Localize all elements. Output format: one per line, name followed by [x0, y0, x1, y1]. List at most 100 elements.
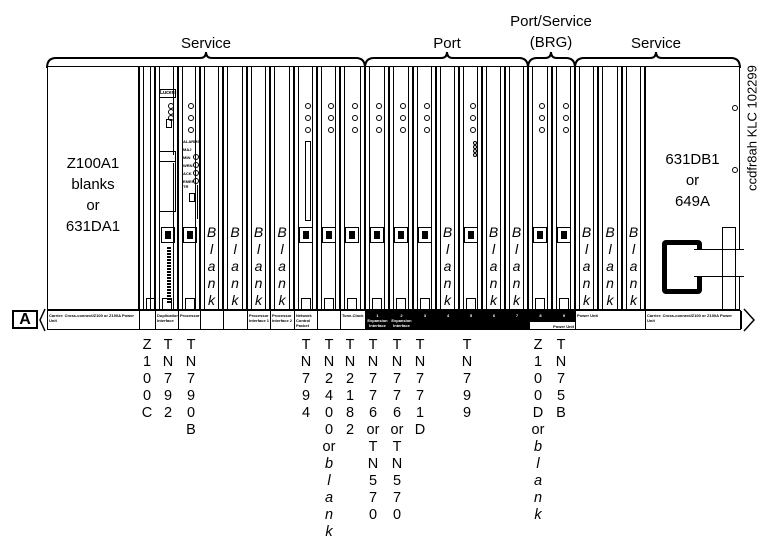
led-icon	[400, 103, 406, 109]
led-icon	[376, 115, 382, 121]
blank-letter: l	[209, 241, 214, 257]
blank-letter: B	[206, 224, 217, 240]
blank-letter: a	[582, 258, 591, 274]
brace	[46, 51, 366, 69]
slot-code-char: T	[368, 439, 378, 455]
slot-code-char: T	[345, 337, 355, 353]
slot-foot	[420, 298, 430, 309]
brace-label: Port/Service (BRG)	[510, 13, 592, 51]
blank-letter: B	[230, 224, 240, 240]
slot-code-char: 2	[345, 422, 355, 438]
slot-foot	[347, 298, 357, 309]
blank-letter: k	[630, 292, 637, 308]
led-icon	[469, 115, 476, 121]
slot-code-char: T	[301, 337, 311, 353]
slot-code-char: N	[367, 354, 379, 370]
blank-letter: B	[277, 224, 287, 240]
slot-code-char: or	[390, 422, 404, 438]
slot-code-char: 5	[556, 388, 566, 404]
blank-letter: k	[255, 292, 262, 308]
blank-letter: l	[491, 241, 496, 257]
slot-code-char: N	[414, 354, 426, 370]
blank-letter: k	[490, 292, 497, 308]
blank-letter: k	[513, 292, 520, 308]
slot-code-char: 7	[392, 371, 402, 387]
blank-letter: a	[278, 258, 286, 274]
slot-rail	[532, 67, 548, 309]
left-panel-line: Z100A1	[66, 155, 120, 172]
alarm-label: MIN	[183, 155, 191, 160]
led-icon	[562, 127, 569, 133]
brace	[527, 51, 576, 69]
slot-code-char: or	[322, 439, 336, 455]
slot-code-char: 4	[301, 405, 311, 421]
slot-code-char: N	[555, 354, 567, 370]
slot-code-char: N	[323, 354, 335, 370]
blank-letter: B	[488, 224, 499, 240]
blank-letter: l	[608, 241, 612, 257]
blank-letter: k	[606, 292, 614, 308]
led-icon	[188, 103, 194, 109]
slot-code-char: 0	[533, 371, 543, 387]
led-icon	[423, 127, 430, 133]
slot-foot	[301, 298, 311, 309]
strip-cell: 3	[414, 311, 437, 329]
slot-code-char: or	[366, 422, 380, 438]
led-icon	[732, 167, 738, 173]
slot-code-char: a	[533, 473, 543, 489]
circuit-pack	[139, 66, 156, 310]
led-icon	[562, 115, 569, 121]
latch-icon	[394, 227, 408, 243]
led-icon	[351, 115, 358, 121]
circuit-pack	[413, 66, 436, 310]
slot-rail	[204, 67, 219, 309]
slot-code-char: Z	[142, 337, 152, 353]
handle-top	[159, 151, 176, 162]
brace	[574, 51, 741, 69]
circuit-pack	[340, 66, 365, 310]
slot-code-char: n	[324, 507, 334, 523]
blank-letter: n	[629, 275, 638, 291]
left-panel-line: blanks	[71, 176, 115, 193]
slot-code-char: n	[533, 490, 543, 506]
slot-code-char: l	[536, 456, 540, 472]
slot-rail	[440, 67, 455, 309]
cable-icon	[694, 249, 744, 277]
latch-icon	[322, 227, 336, 243]
led-icon	[304, 127, 311, 133]
slot-code-char: T	[462, 337, 472, 353]
slot-code-char: 5	[392, 473, 402, 489]
chevron-left-icon	[39, 308, 46, 332]
strip-cell: Power Unit	[576, 311, 646, 329]
brace-label: Service	[630, 35, 682, 52]
led-icon	[473, 141, 477, 145]
blank-letter: a	[443, 258, 452, 274]
slot-code-char: N	[367, 456, 379, 472]
slot-code-char: 0	[186, 405, 196, 421]
led-icon	[423, 115, 430, 121]
blank-letter: n	[278, 275, 286, 291]
slot-code-char: k	[325, 524, 333, 540]
latch-icon	[370, 227, 384, 243]
strip-cell: 1 Expansion Interface	[366, 311, 390, 329]
brace-label: Service	[180, 35, 232, 52]
slot-rail	[227, 67, 243, 309]
slot-code-char: 0	[142, 388, 152, 404]
blank-letter: l	[631, 241, 636, 257]
slot-code-char: 6	[392, 405, 402, 421]
led-icon	[732, 105, 738, 111]
blank-letter: B	[605, 224, 615, 240]
blank-letter: n	[512, 275, 521, 291]
led-icon	[304, 115, 311, 121]
slot-code-char: 7	[392, 490, 402, 506]
